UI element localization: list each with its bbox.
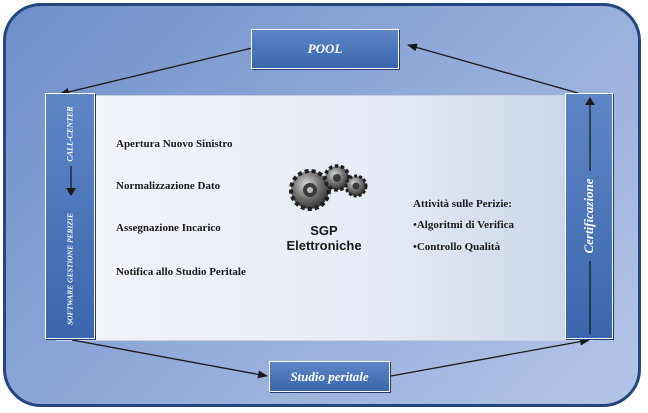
software-gestione-perizie-label: SOFTWARE GESTIONE PERIZIE — [65, 213, 75, 325]
certificazione-label: Certificazione — [581, 178, 596, 254]
activities-title: Attività sulle Perizie: — [413, 198, 512, 210]
arrow-left-to-studio — [71, 339, 268, 379]
gears-icon — [289, 164, 368, 211]
step-notifica: Notifica allo Studio Peritale — [116, 266, 246, 278]
center-title-line1: SGP — [310, 223, 338, 238]
left-bar: CALL-CENTER SOFTWARE GESTIONE PERIZIE — [45, 93, 95, 339]
up-arrow-icon — [585, 97, 595, 334]
step-assegnazione: Assegnazione Incarico — [116, 222, 221, 234]
center-title-line2: Elettroniche — [286, 238, 362, 253]
arrow-pool-to-left — [59, 47, 253, 96]
down-arrow-icon — [66, 166, 76, 196]
studio-peritale-box: Studio peritale — [269, 361, 390, 392]
step-apertura: Apertura Nuovo Sinistro — [116, 138, 233, 150]
center-title: SGP Elettroniche — [285, 223, 363, 253]
arrow-studio-to-right — [390, 337, 590, 377]
arrow-right-to-pool — [407, 43, 579, 94]
step-normalizzazione: Normalizzazione Dato — [116, 180, 221, 192]
call-center-label: CALL-CENTER — [65, 106, 75, 162]
activity-controllo: •Controllo Qualità — [413, 241, 501, 253]
right-bar: Certificazione — [565, 93, 613, 339]
inner-panel — [56, 95, 594, 341]
pool-box: POOL — [251, 29, 399, 69]
activity-algoritmi: •Algoritmi di Verifica — [413, 219, 515, 231]
